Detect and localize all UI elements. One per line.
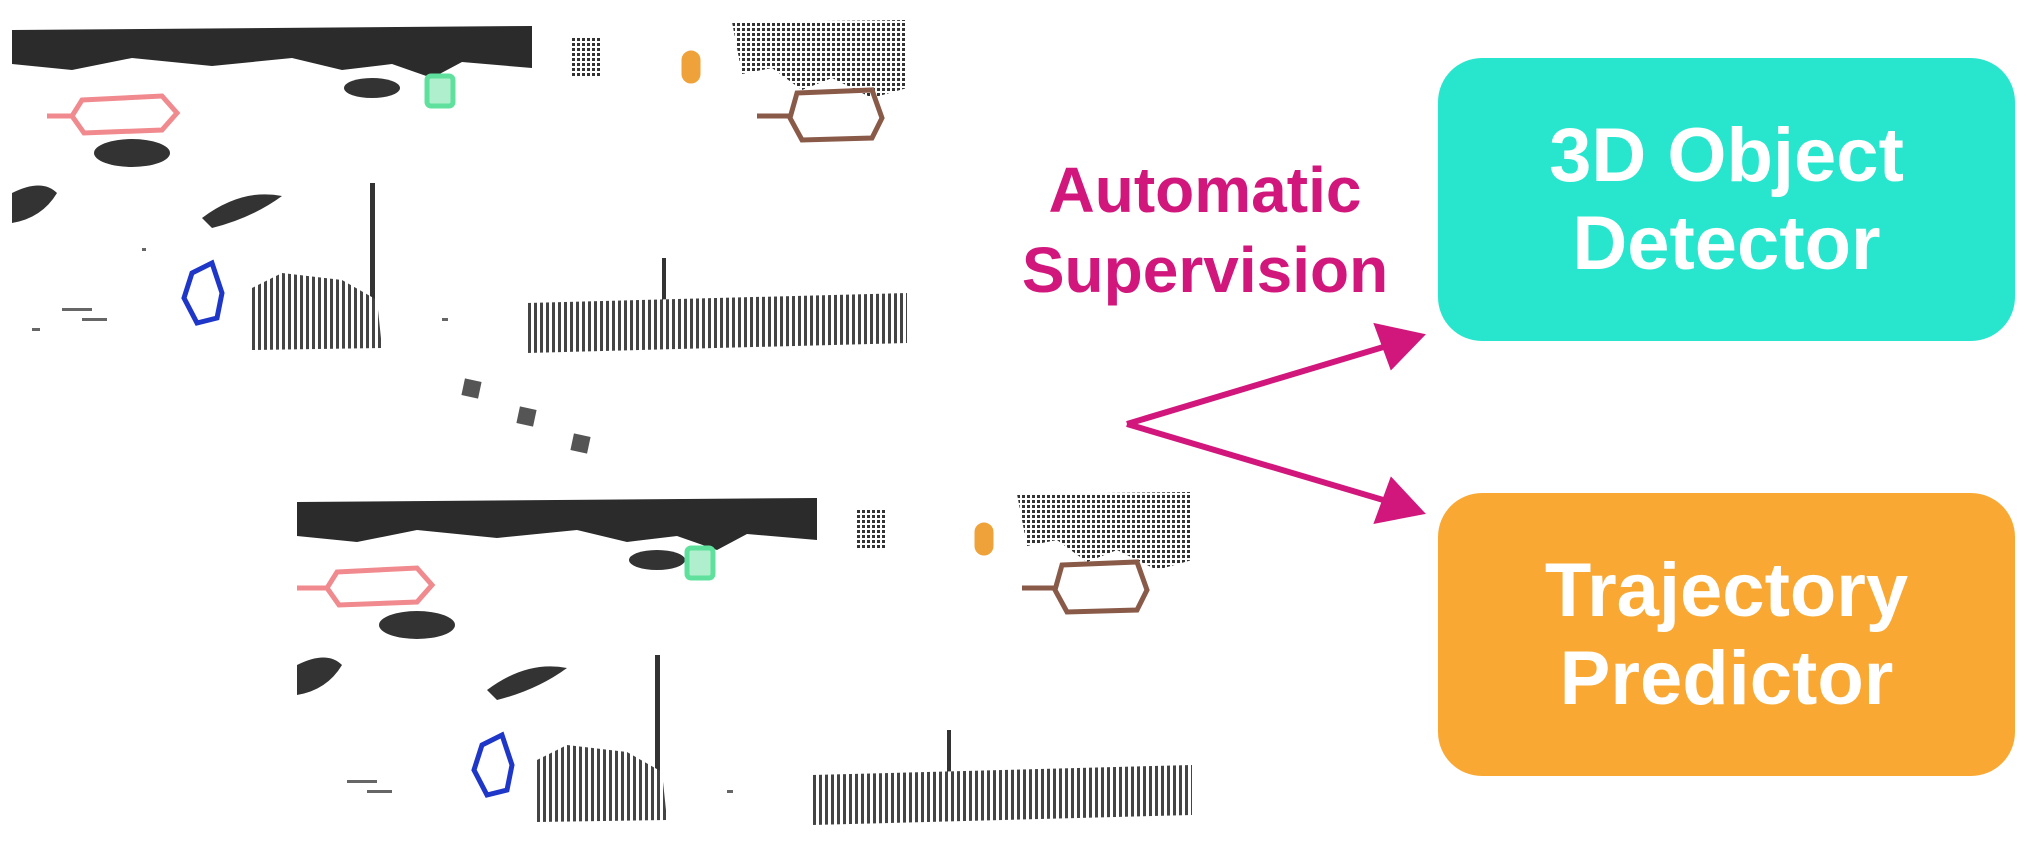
point-cloud-scene: [12, 20, 907, 353]
building-right: [1017, 492, 1192, 570]
arrow-icon: [1373, 322, 1426, 371]
object-detector-box: 3D Object Detector: [1438, 58, 2015, 341]
ellipsis-dot-3: [570, 433, 591, 454]
point-cloud-scene: [297, 492, 1192, 825]
trajectory-predictor-box: Trajectory Predictor: [1438, 493, 2015, 776]
building-right: [732, 20, 907, 98]
lidar-frame-bottom: [297, 490, 1192, 828]
ellipsis-dot-1: [461, 378, 482, 399]
building-band: [297, 498, 817, 550]
lidar-frame-top: [12, 18, 907, 356]
arrow-icon: [1373, 476, 1426, 524]
building-band: [12, 26, 532, 78]
automatic-supervision-label: Automatic Supervision: [1021, 154, 1389, 306]
arrow-to-detector: [1126, 339, 1401, 427]
ellipsis-dot-2: [516, 406, 537, 427]
